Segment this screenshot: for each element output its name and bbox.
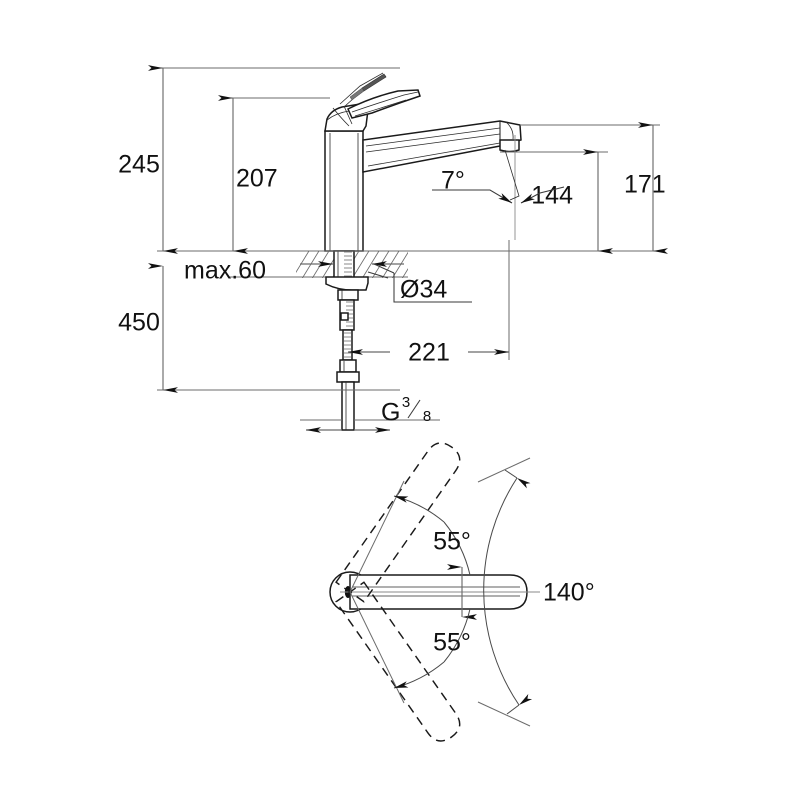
dim-144: 144 bbox=[531, 149, 613, 254]
faucet-lever-handle bbox=[339, 72, 421, 119]
dim-245-label: 245 bbox=[118, 151, 160, 179]
dim-171-label: 171 bbox=[624, 171, 666, 199]
dim-thread-denominator: 8 bbox=[423, 408, 431, 425]
dim-swivel-lower: 55° bbox=[349, 591, 471, 704]
dim-max60-label: max.60 bbox=[184, 257, 266, 285]
tail-pipe bbox=[341, 381, 355, 431]
elevation-dimensions: 245 207 450 max.60 171 144 bbox=[118, 65, 668, 433]
dim-swivel-upper: 55° bbox=[349, 480, 471, 593]
dim-swivel-total: 140° bbox=[477, 457, 595, 727]
dim-221-label: 221 bbox=[408, 339, 450, 367]
dim-144-label: 144 bbox=[531, 182, 573, 210]
dim-207: 207 bbox=[218, 95, 278, 254]
dim-207-label: 207 bbox=[236, 165, 278, 193]
dim-thread-prefix: G bbox=[381, 399, 400, 427]
faucet-spout-arm bbox=[362, 120, 522, 173]
supply-shank bbox=[339, 299, 355, 331]
dim-245: 245 bbox=[118, 65, 178, 254]
dim-thread-numerator: 3 bbox=[402, 394, 410, 411]
dim-swivel-lower-label: 55° bbox=[433, 629, 471, 657]
spout-upper-position bbox=[335, 442, 461, 603]
flexible-hose bbox=[342, 329, 353, 361]
dim-221: 221 bbox=[348, 240, 510, 367]
dim-450-label: 450 bbox=[118, 309, 160, 337]
dim-hole-diameter-label: Ø34 bbox=[400, 276, 447, 304]
faucet-shank bbox=[333, 250, 355, 279]
hose-connector bbox=[336, 359, 360, 383]
faucet-side-elevation bbox=[296, 72, 522, 431]
dim-swivel-total-label: 140° bbox=[543, 579, 595, 607]
spout-lower-position bbox=[335, 581, 461, 742]
swivel-plan-view: 55° 55° 140° bbox=[329, 442, 595, 742]
dim-thread: G 3 8 bbox=[300, 394, 440, 433]
shank-thread bbox=[344, 251, 352, 277]
dim-swivel-upper-label: 55° bbox=[433, 528, 471, 556]
faucet-body-column bbox=[324, 130, 364, 252]
dim-spout-angle: 7° bbox=[432, 135, 565, 240]
dim-max60: max.60 bbox=[184, 257, 404, 285]
faucet-spout-outlet bbox=[499, 139, 520, 153]
spout-neutral-position bbox=[340, 564, 540, 620]
dim-171: 171 bbox=[624, 122, 668, 254]
dim-450: 450 bbox=[118, 263, 178, 393]
dim-spout-angle-label: 7° bbox=[441, 167, 465, 195]
dim-hole-diameter: Ø34 bbox=[367, 263, 472, 304]
mounting-nut bbox=[325, 276, 369, 301]
